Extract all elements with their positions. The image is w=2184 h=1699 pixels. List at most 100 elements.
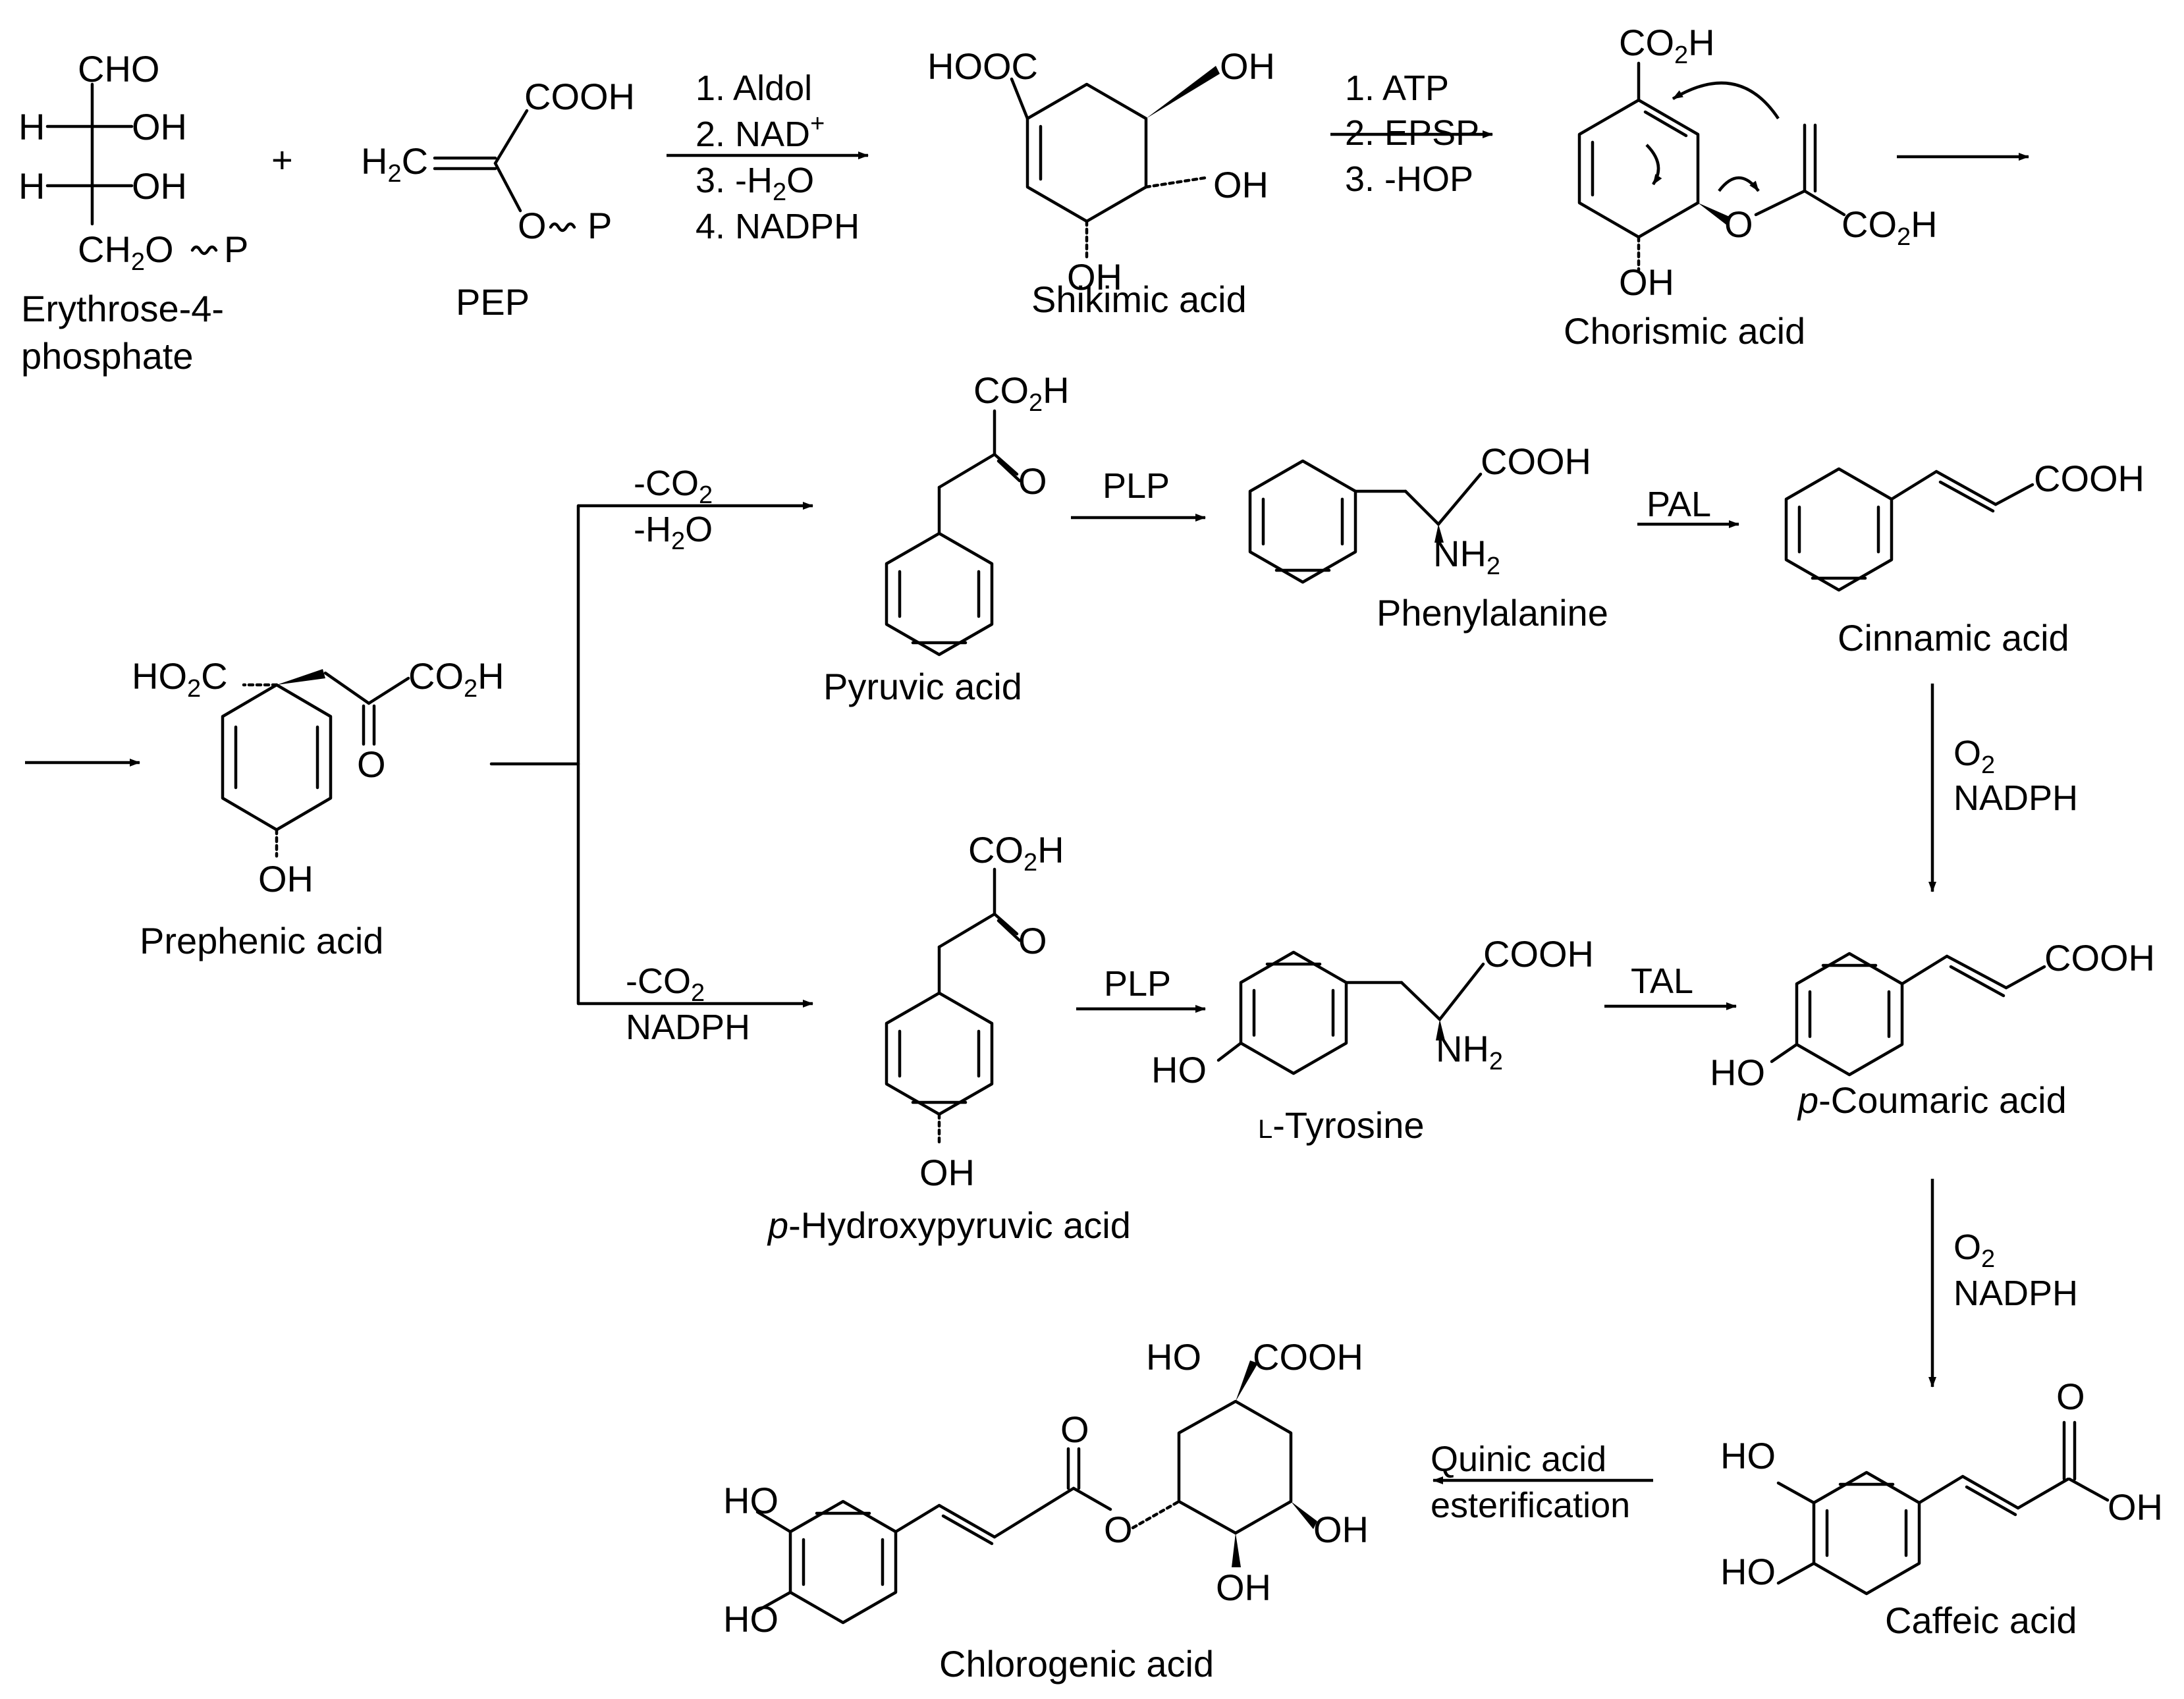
atom-co2h: CO2H <box>1842 203 1938 251</box>
condition-plp: PLP <box>1103 466 1170 506</box>
condition-nadph: NADPH <box>1953 778 2078 818</box>
atom-oh: OH <box>2108 1486 2163 1528</box>
atom-oh: OH <box>132 165 187 207</box>
condition-o2: O2 <box>1953 734 1995 779</box>
condition-atp: 1. ATP <box>1345 68 1449 108</box>
label-erythrose-line2: phosphate <box>21 335 194 377</box>
atom-ho: HO <box>1720 1435 1776 1476</box>
pep-structure: H2C COOH O P <box>361 76 635 246</box>
condition-minus-co2: -CO2 <box>634 464 713 509</box>
atom-oh: OH <box>1213 164 1269 205</box>
wedge-bond <box>1232 1533 1241 1567</box>
atom-ho2c: HO2C <box>132 655 228 703</box>
condition-pal: PAL <box>1647 485 1711 524</box>
curved-electron-arrow <box>1672 81 1780 120</box>
hydroxypyruvic-acid-structure: CO2H O OH <box>885 829 1064 1193</box>
atom-p: P <box>587 205 612 246</box>
atom-oh: OH <box>258 858 314 900</box>
label-erythrose-line1: Erythrose-4- <box>21 288 224 329</box>
atom-oh: OH <box>132 106 187 148</box>
atom-ho: HO <box>723 1480 778 1521</box>
wavy-bond <box>549 222 576 232</box>
condition-aldol: 1. Aldol <box>696 68 812 108</box>
label-coumaric: p-Coumaric acid <box>1797 1079 2067 1121</box>
condition-nadph: NADPH <box>1953 1274 2078 1313</box>
curved-electron-arrow <box>1718 176 1760 192</box>
pyruvic-acid-structure: CO2H O <box>885 369 1070 657</box>
label-pep: PEP <box>456 281 530 323</box>
condition-o2: O2 <box>1953 1227 1995 1273</box>
atom-hooc: HOOC <box>927 45 1038 87</box>
condition-nad: 2. NAD+ <box>696 110 825 154</box>
wedge-bond <box>1698 203 1731 225</box>
atom-cooh: COOH <box>1253 1336 1363 1378</box>
label-caffeic: Caffeic acid <box>1885 1600 2077 1641</box>
chlorogenic-acid-structure: HO HO O O HO COOH OH OH <box>723 1336 1369 1640</box>
label-prephenic: Prephenic acid <box>140 920 383 961</box>
atom-p: P <box>224 229 248 270</box>
prephenic-acid-structure: HO2C O CO2H OH <box>132 655 505 900</box>
condition-esterification: esterification <box>1431 1486 1630 1525</box>
wedge-bond <box>1291 1501 1317 1529</box>
atom-oh: OH <box>1216 1567 1271 1608</box>
atom-h: H <box>18 106 45 148</box>
wedge-bond <box>1146 66 1220 119</box>
atom-co2h: CO2H <box>408 655 505 703</box>
atom-oh: OH <box>1220 45 1275 87</box>
atom-cooh: COOH <box>1483 933 1594 975</box>
erythrose-4-phosphate-structure: CHO H OH H OH CH2O P <box>18 48 248 276</box>
cinnamic-acid-structure: COOH <box>1784 458 2144 592</box>
label-chorismic: Chorismic acid <box>1564 310 1805 352</box>
atom-ho: HO <box>1710 1052 1765 1093</box>
coumaric-acid-structure: HO COOH <box>1710 937 2155 1093</box>
atom-oh: OH <box>1067 256 1122 298</box>
condition-minus-co2: -CO2 <box>626 961 705 1007</box>
atom-ho: HO <box>1146 1336 1201 1378</box>
wavy-bond <box>190 245 218 256</box>
curved-electron-arrow <box>1645 144 1662 186</box>
label-chlorogenic: Chlorogenic acid <box>939 1643 1214 1685</box>
atom-oh: OH <box>919 1152 975 1193</box>
label-cinnamic: Cinnamic acid <box>1838 617 2069 659</box>
condition-plp: PLP <box>1104 964 1171 1004</box>
atom-o: O <box>1018 460 1047 502</box>
atom-o: O <box>1104 1509 1133 1550</box>
plus-sign: + <box>271 139 293 180</box>
atom-h2c: H2C <box>361 140 428 188</box>
condition-tal: TAL <box>1631 961 1693 1001</box>
atom-cooh: COOH <box>1481 441 1591 482</box>
atom-ch2o: CH2O <box>78 229 174 276</box>
arrow-to-shikimic: 1. Aldol 2. NAD+ 3. -H2O 4. NADPH <box>667 68 869 246</box>
wedge-bond <box>1236 1361 1258 1401</box>
atom-cooh: COOH <box>2044 937 2155 979</box>
atom-h: H <box>18 165 45 207</box>
condition-nadph: 4. NADPH <box>696 207 860 246</box>
wedge-bond <box>277 669 325 685</box>
branch-lines: -CO2 -H2O -CO2 NADPH <box>489 464 813 1047</box>
label-pyruvic: Pyruvic acid <box>823 666 1022 707</box>
atom-o: O <box>1724 203 1753 245</box>
atom-oh: OH <box>1313 1509 1369 1550</box>
label-hydroxypyruvic: p-Hydroxypyruvic acid <box>767 1204 1131 1246</box>
atom-co2h: CO2H <box>968 829 1064 876</box>
atom-co2h: CO2H <box>1619 22 1715 69</box>
atom-cho: CHO <box>78 48 159 90</box>
atom-nh2: NH2 <box>1433 533 1500 580</box>
label-tyrosine: L-Tyrosine <box>1258 1104 1425 1146</box>
condition-minus-water: -H2O <box>634 510 713 555</box>
atom-oh: OH <box>1619 261 1674 303</box>
condition-epsp: 2. EPSP <box>1345 113 1479 153</box>
label-shikimic: Shikimic acid <box>1031 279 1247 320</box>
tyrosine-structure: HO COOH NH2 <box>1151 933 1594 1091</box>
atom-o: O <box>518 205 547 246</box>
shikimic-acid-structure: HOOC OH OH OH <box>927 45 1275 298</box>
label-phenylalanine: Phenylalanine <box>1377 592 1608 634</box>
condition-quinic: Quinic acid <box>1431 1440 1606 1479</box>
atom-ho: HO <box>723 1598 778 1640</box>
atom-co2h: CO2H <box>973 369 1070 417</box>
wedge-bond <box>1434 524 1444 543</box>
phenylalanine-structure: COOH NH2 <box>1248 441 1591 584</box>
atom-nh2: NH2 <box>1436 1028 1503 1075</box>
wedge-bond <box>1436 1019 1445 1040</box>
